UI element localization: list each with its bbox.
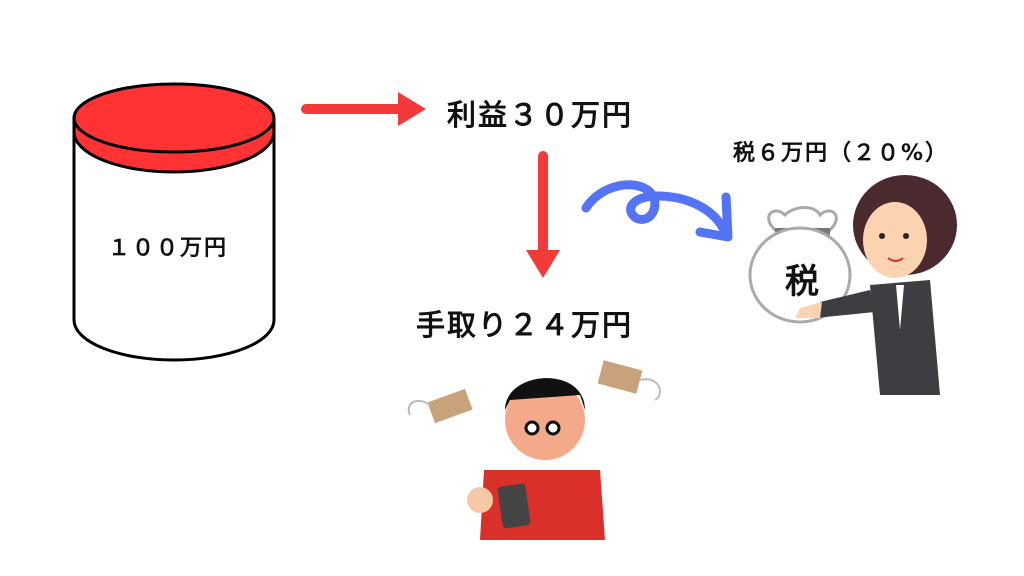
tax-bag-icon [748, 206, 852, 324]
flying-money-icon [407, 360, 661, 424]
jar-icon [72, 82, 276, 362]
curly-arrow-icon [581, 180, 733, 242]
profit-label: 利益３０万円 [447, 98, 634, 132]
tax-bag-label: 税 [785, 262, 819, 302]
tax-officer-illustration [795, 175, 957, 395]
tax-label: 税６万円（２０%） [733, 141, 950, 166]
net-income-label: 手取り２４万円 [416, 308, 634, 342]
arrow-right-icon [301, 92, 426, 126]
arrow-down-icon [526, 151, 560, 278]
jar-amount-label: １００万円 [108, 236, 229, 261]
worried-man-illustration [467, 378, 605, 540]
